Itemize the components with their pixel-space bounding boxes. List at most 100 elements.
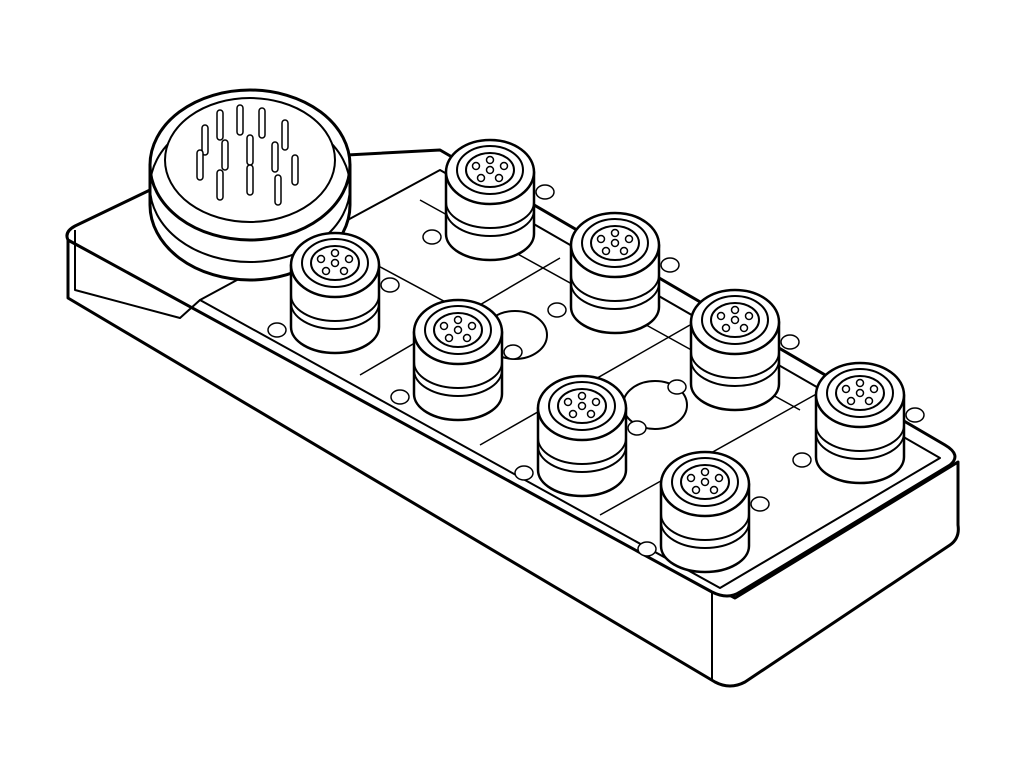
port-ring — [537, 445, 627, 473]
port-socket-hole — [714, 473, 724, 483]
port-socket-hole — [709, 485, 719, 495]
port-connector-8 — [637, 450, 770, 574]
main-connector — [148, 88, 352, 282]
port-ring — [445, 201, 535, 229]
port-ring — [290, 294, 380, 322]
port-led — [380, 277, 400, 293]
port-ring — [690, 359, 780, 387]
port-socket-hole — [841, 384, 851, 394]
port-socket-hole — [476, 173, 486, 183]
main-connector-pin — [246, 164, 254, 196]
port-led — [514, 465, 534, 481]
port-ring — [413, 369, 503, 397]
port-led — [905, 407, 925, 423]
port-socket-hole — [485, 165, 495, 175]
port-socket-hole — [730, 305, 740, 315]
port-ring — [660, 521, 750, 549]
port-ring — [570, 282, 660, 310]
port-connector-5 — [267, 231, 400, 355]
port-connector-7 — [514, 374, 647, 498]
port-led — [792, 452, 812, 468]
housing-side — [66, 238, 960, 688]
main-connector-pin — [271, 141, 279, 173]
port-socket-hole — [499, 161, 509, 171]
port-socket-hole — [591, 397, 601, 407]
main-connector-pin — [274, 174, 282, 206]
port-ring — [570, 274, 660, 302]
port-socket-hole — [494, 173, 504, 183]
port-connector-4 — [792, 361, 925, 485]
port-ring — [660, 513, 750, 541]
port-socket-hole — [596, 234, 606, 244]
main-connector-pin — [236, 104, 244, 136]
port-socket-hole — [610, 228, 620, 238]
port-led — [750, 496, 770, 512]
port-connector-2 — [547, 211, 680, 335]
port-socket-hole — [568, 409, 578, 419]
port-socket-hole — [453, 315, 463, 325]
port-socket-hole — [330, 248, 340, 258]
port-socket-hole — [453, 325, 463, 335]
port-led — [637, 541, 657, 557]
port-socket-hole — [739, 323, 749, 333]
port-ring — [815, 424, 905, 452]
port-socket-hole — [691, 485, 701, 495]
port-socket-hole — [846, 396, 856, 406]
port-led — [627, 420, 647, 436]
port-socket-hole — [467, 321, 477, 331]
port-led — [503, 344, 523, 360]
main-connector-pin — [246, 134, 254, 166]
port-socket-hole — [700, 467, 710, 477]
port-socket-hole — [339, 266, 349, 276]
port-ring — [413, 361, 503, 389]
port-led — [660, 257, 680, 273]
main-connector-pin — [216, 169, 224, 201]
port-led — [267, 322, 287, 338]
main-connector-pin — [291, 154, 299, 186]
port-panel — [199, 169, 941, 589]
port-socket-hole — [577, 391, 587, 401]
port-socket-hole — [444, 333, 454, 343]
port-socket-hole — [624, 234, 634, 244]
port-led — [667, 379, 687, 395]
port-socket-hole — [485, 155, 495, 165]
port-socket-hole — [330, 258, 340, 268]
port-socket-hole — [563, 397, 573, 407]
port-led — [535, 184, 555, 200]
port-ring — [815, 432, 905, 460]
port-socket-hole — [344, 254, 354, 264]
port-led — [390, 389, 410, 405]
main-connector-pin — [201, 124, 209, 156]
main-connector-pin — [281, 119, 289, 151]
port-socket-hole — [471, 161, 481, 171]
port-led — [780, 334, 800, 350]
main-connector-pin — [196, 149, 204, 181]
port-socket-hole — [686, 473, 696, 483]
port-socket-hole — [855, 378, 865, 388]
port-socket-hole — [577, 401, 587, 411]
port-connector-1 — [422, 138, 555, 262]
port-socket-hole — [586, 409, 596, 419]
port-socket-hole — [619, 246, 629, 256]
port-socket-hole — [744, 311, 754, 321]
port-socket-hole — [439, 321, 449, 331]
port-socket-hole — [855, 388, 865, 398]
port-connectors — [267, 138, 925, 574]
port-socket-hole — [721, 323, 731, 333]
housing-flange — [74, 230, 201, 319]
main-connector-pin — [258, 107, 266, 139]
port-ring — [537, 437, 627, 465]
port-socket-hole — [730, 315, 740, 325]
port-socket-hole — [321, 266, 331, 276]
port-led — [547, 302, 567, 318]
port-connector-6 — [390, 298, 523, 422]
port-socket-hole — [316, 254, 326, 264]
main-connector-pin — [221, 139, 229, 171]
main-connector-pin — [216, 109, 224, 141]
port-led — [422, 229, 442, 245]
port-socket-hole — [462, 333, 472, 343]
port-socket-hole — [864, 396, 874, 406]
port-socket-hole — [610, 238, 620, 248]
port-socket-hole — [700, 477, 710, 487]
